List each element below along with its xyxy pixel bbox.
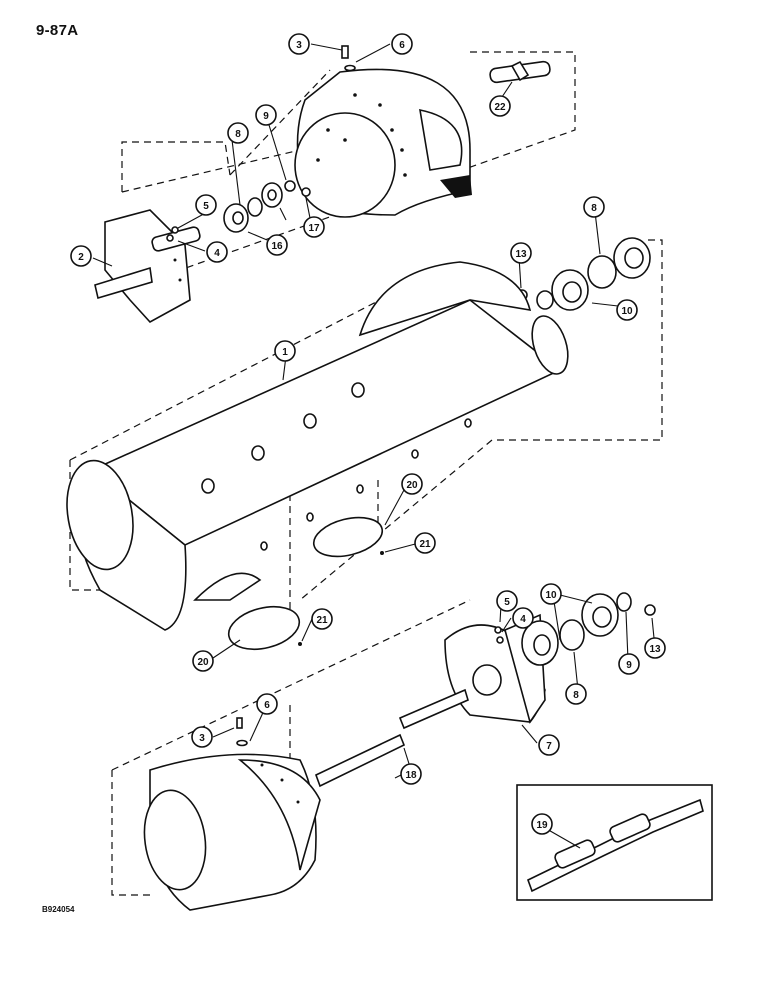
callout-label: 13 xyxy=(649,644,661,655)
callout-c10b: 10 xyxy=(540,583,562,605)
callout-c4a: 4 xyxy=(206,241,228,263)
lower-end-plate xyxy=(444,613,546,724)
callout-c20b: 20 xyxy=(192,650,214,672)
callout-label: 5 xyxy=(203,201,209,212)
callout-label: 20 xyxy=(406,480,418,491)
callout-label: 17 xyxy=(308,223,320,234)
callout-c21a: 21 xyxy=(414,532,436,554)
callout-c1: 1 xyxy=(274,340,296,362)
callout-c4b: 4 xyxy=(512,607,534,629)
callout-c9a: 9 xyxy=(255,104,277,126)
callout-c5a: 5 xyxy=(195,194,217,216)
callout-label: 8 xyxy=(591,203,597,214)
drive-shafts xyxy=(314,688,469,788)
main-auger-tube xyxy=(66,261,569,631)
callout-label: 5 xyxy=(504,597,510,608)
callout-c10a: 10 xyxy=(616,299,638,321)
page-title: 9-87A xyxy=(36,22,79,39)
callout-c8a: 8 xyxy=(227,122,249,144)
callout-c7: 7 xyxy=(538,734,560,756)
upper-auger-section xyxy=(294,68,472,218)
callout-label: 22 xyxy=(494,102,506,113)
callout-c20a: 20 xyxy=(401,473,423,495)
callout-label: 19 xyxy=(536,820,548,831)
shaft-pin-upper xyxy=(489,60,551,84)
callout-c3a: 3 xyxy=(288,33,310,55)
callout-c18: 18 xyxy=(400,763,422,785)
callout-c22: 22 xyxy=(489,95,511,117)
callout-label: 10 xyxy=(621,306,633,317)
callout-label: 3 xyxy=(296,40,302,51)
callout-label: 16 xyxy=(271,241,283,252)
leader-lines xyxy=(92,43,656,849)
callout-label: 20 xyxy=(197,657,209,668)
callout-c5b: 5 xyxy=(496,590,518,612)
inset-box xyxy=(516,784,713,901)
callout-label: 10 xyxy=(545,590,557,601)
callout-label: 6 xyxy=(264,700,270,711)
inspection-covers xyxy=(227,516,384,651)
callout-label: 6 xyxy=(399,40,405,51)
callout-label: 4 xyxy=(520,614,526,625)
callout-c9b: 9 xyxy=(618,653,640,675)
lower-bearing-parts xyxy=(521,592,656,666)
right-bearing-parts-upper xyxy=(516,237,651,311)
callout-label: 7 xyxy=(546,741,552,752)
callout-c16: 16 xyxy=(266,234,288,256)
callout-c3b: 3 xyxy=(191,726,213,748)
callout-c19: 19 xyxy=(531,813,553,835)
callout-c13a: 13 xyxy=(510,242,532,264)
callout-label: 1 xyxy=(282,347,288,358)
main-tube-holes xyxy=(201,382,472,551)
callout-c21b: 21 xyxy=(311,608,333,630)
fasteners xyxy=(166,45,504,747)
callout-c17: 17 xyxy=(303,216,325,238)
callout-c8c: 8 xyxy=(565,683,587,705)
callout-label: 13 xyxy=(515,249,527,260)
callout-label: 2 xyxy=(78,252,84,263)
callout-label: 3 xyxy=(199,733,205,744)
callout-c6b: 6 xyxy=(256,693,278,715)
callout-label: 21 xyxy=(316,615,328,626)
callout-c6a: 6 xyxy=(391,33,413,55)
callout-c8b: 8 xyxy=(583,196,605,218)
drawing-code: B924054 xyxy=(42,905,75,914)
callout-label: 8 xyxy=(573,690,579,701)
callout-label: 18 xyxy=(405,770,417,781)
callout-c13b: 13 xyxy=(644,637,666,659)
upper-auger-holes xyxy=(316,93,407,177)
callout-label: 4 xyxy=(214,248,220,259)
callout-label: 21 xyxy=(419,539,431,550)
callout-label: 9 xyxy=(263,111,269,122)
lower-auger-section xyxy=(143,753,321,911)
callout-label: 9 xyxy=(626,660,632,671)
callout-c2: 2 xyxy=(70,245,92,267)
upper-bearing-parts xyxy=(223,180,311,233)
callout-label: 8 xyxy=(235,129,241,140)
